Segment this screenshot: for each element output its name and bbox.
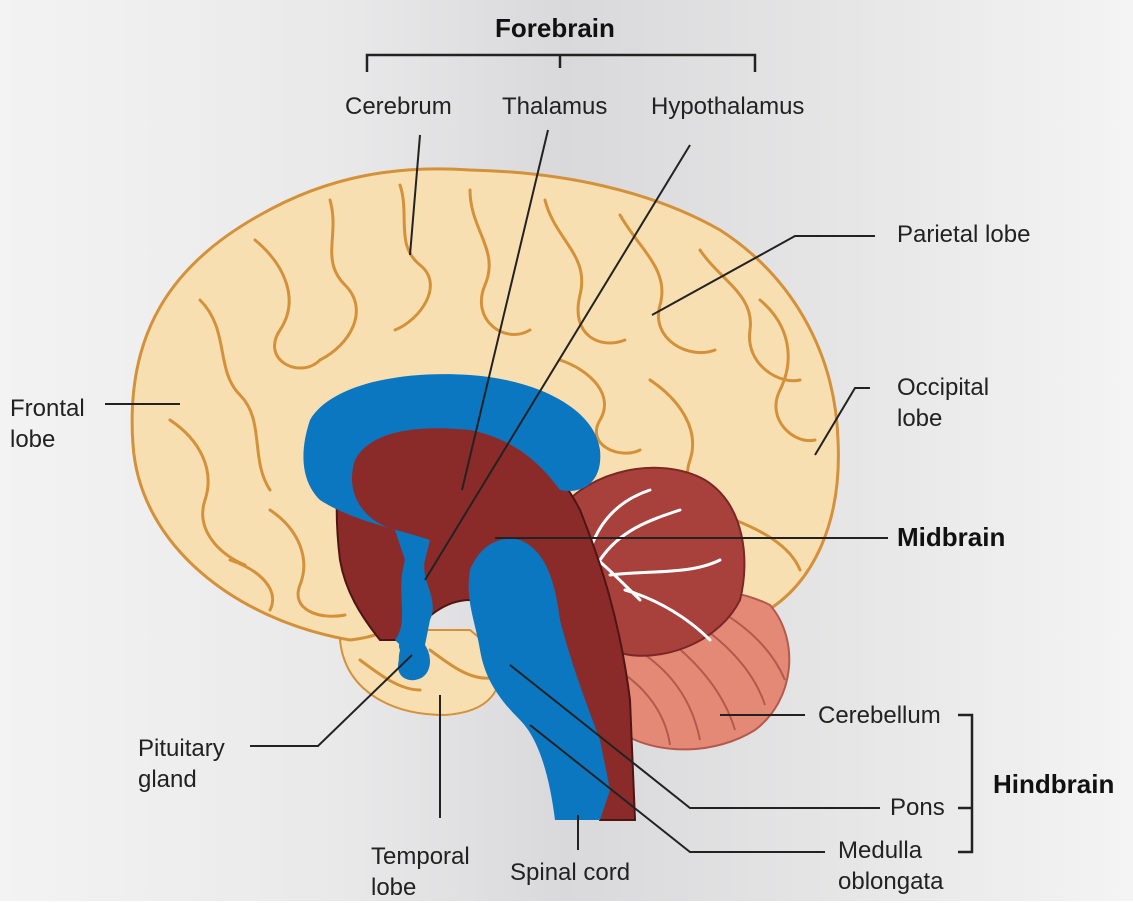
hindbrain-label: Hindbrain <box>993 769 1114 800</box>
forebrain-label: Forebrain <box>495 13 615 44</box>
medulla-oblongata-label: Medulla oblongata <box>838 835 943 897</box>
thalamus-label: Thalamus <box>502 91 607 122</box>
occipital-lobe-label: Occipital lobe <box>897 372 989 434</box>
midbrain-label: Midbrain <box>897 522 1005 553</box>
parietal-lobe-label: Parietal lobe <box>897 219 1030 250</box>
spinal-cord-label: Spinal cord <box>510 857 630 888</box>
hypothalamus-label: Hypothalamus <box>651 91 804 122</box>
cerebrum-label: Cerebrum <box>345 91 452 122</box>
frontal-lobe-label: Frontal lobe <box>10 393 85 455</box>
pituitary-gland-label: Pituitary gland <box>138 733 225 795</box>
forebrain-bracket <box>367 55 755 72</box>
cerebellum-label: Cerebellum <box>818 700 941 731</box>
temporal-lobe-label: Temporal lobe <box>371 841 470 903</box>
pons-label: Pons <box>890 792 945 823</box>
hindbrain-bracket <box>958 715 972 852</box>
